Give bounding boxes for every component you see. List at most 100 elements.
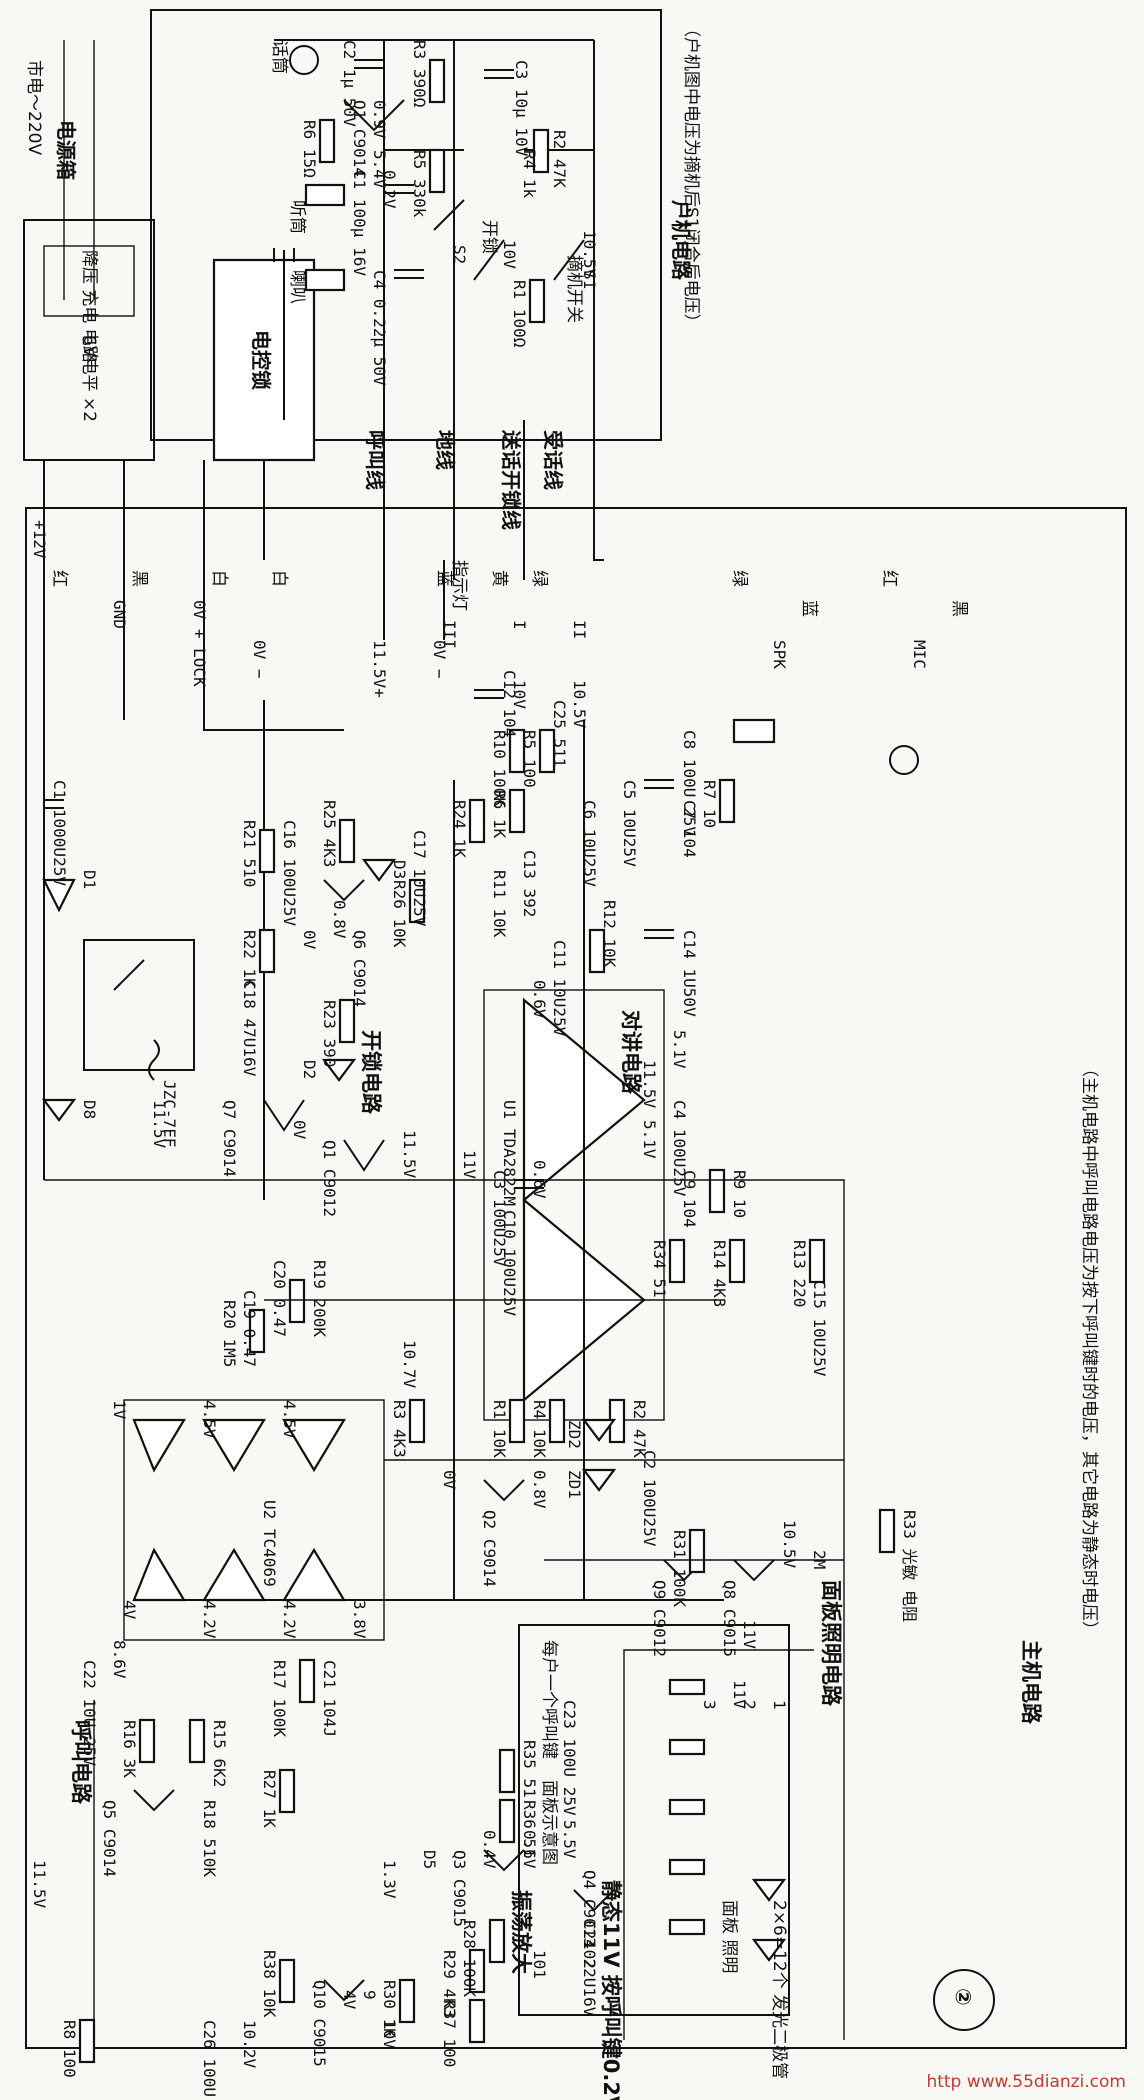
panel-led-2 <box>751 1938 787 1962</box>
resistor-R10 <box>508 728 526 774</box>
resistor-R20 <box>248 1308 266 1354</box>
label-green: 绿 <box>529 570 549 587</box>
label-C14: C14 1U50V <box>680 930 699 1017</box>
label-v11c: 11V <box>730 1680 749 1709</box>
label-C23: C23 100U 25V <box>560 1700 579 1816</box>
transistor-Q1 <box>343 1139 385 1172</box>
label-v08b: 0.8V <box>530 1470 549 1509</box>
label-R19: R19 200K <box>310 1260 329 1337</box>
label-black: 黑 <box>129 570 149 587</box>
label-v-o5: 10V <box>500 240 519 269</box>
resistor-R35 <box>498 1748 516 1794</box>
capacitor-C1 <box>44 799 64 809</box>
resistor-R8 <box>78 2018 96 2064</box>
label-R27: R27 1K <box>260 1770 279 1828</box>
resistor-R1-outdoor <box>528 278 546 324</box>
label-C18: C18 47U16V <box>240 980 259 1077</box>
outdoor-unit-outline <box>150 9 662 441</box>
resistor-R5 <box>538 728 556 774</box>
label-D5: D5 <box>420 1850 439 1869</box>
resistor-R5-outdoor <box>428 148 446 194</box>
label-I: I <box>510 620 529 630</box>
label-R8: R8 100 <box>60 2020 79 2078</box>
label-indicator: 指示灯 <box>449 560 469 611</box>
capacitor-C5 <box>644 779 674 789</box>
label-R30: R30 1K <box>380 1980 399 2038</box>
label-call-line: 呼叫线 <box>363 430 387 490</box>
capacitor-C4-outdoor <box>394 269 424 279</box>
figure-number-circle <box>933 1969 995 2031</box>
label-v45b: 4.5V <box>200 1400 219 1439</box>
label-v115c: 11.5V <box>30 1860 49 1909</box>
label-Q9: Q9 C9012 <box>650 1580 669 1657</box>
label-unlock-circuit: 开锁电路 <box>359 1030 383 1115</box>
label-R31: R31 100K <box>670 1530 689 1607</box>
label-R7: R7 10 <box>700 780 719 828</box>
label-R34: R34 51 <box>650 1240 669 1298</box>
speaker-SPK <box>732 718 776 744</box>
label-C9: C9 104 <box>680 1170 699 1228</box>
label-R5-outdoor: R5 330k <box>410 150 429 218</box>
label-v0b: 0V <box>290 1120 309 1140</box>
label-R22: R22 1K <box>240 930 259 988</box>
label-R1-outdoor: R1 100Ω <box>510 280 529 348</box>
zener-ZD1 <box>581 1468 617 1492</box>
label-v42b: 4.2V <box>200 1600 219 1639</box>
label-v06c: 0.6V <box>520 1830 539 1869</box>
label-C24: C24 22U16V <box>580 1920 599 2017</box>
label-ind-m: 0V − <box>430 640 449 679</box>
relay-coil <box>148 1039 160 1081</box>
label-v105b: 10.5V <box>780 1520 799 1569</box>
label-unlock-key: 开锁 <box>479 220 499 254</box>
label-C10: C10 100U25V <box>500 1210 519 1316</box>
label-static-note: 静态11V 按呼叫键0.2V <box>599 1880 623 2100</box>
label-Q6: Q6 C9014 <box>350 930 369 1007</box>
inverter-6 <box>282 1418 346 1473</box>
label-green2: 绿 <box>729 570 749 587</box>
label-Q8: Q8 C9015 <box>720 1580 739 1657</box>
label-spk: SPK <box>770 640 789 669</box>
label-v11: 11V <box>460 1150 479 1179</box>
label-R18: R18 510K <box>200 1800 219 1877</box>
label-C6: C6 10U25V <box>580 800 599 887</box>
label-main-note: （主机电路中呼叫电路电压为按下呼叫键时的电压，其它电路为静态时电压） <box>1079 1060 1099 1638</box>
transistor-Q1-outdoor <box>343 99 405 132</box>
label-U2: U2 TC4069 <box>260 1500 279 1587</box>
label-C15: C15 10U25V <box>810 1280 829 1377</box>
label-R23: R23 390 <box>320 1000 339 1067</box>
label-v0: 0V <box>300 930 319 950</box>
label-white2: 白 <box>269 570 289 587</box>
label-v-o3: 0.2V <box>380 170 399 209</box>
earpiece-symbol <box>304 183 346 207</box>
label-D2: D2 <box>300 1060 319 1079</box>
diode-D8 <box>41 1098 77 1122</box>
label-v115b: 11.5V <box>640 1060 659 1109</box>
label-C17: C17 10U25V <box>410 830 429 927</box>
label-v08: 0.8V <box>330 900 349 939</box>
resistor-R15 <box>188 1718 206 1764</box>
label-outdoor-title: 户机电路 <box>669 200 693 281</box>
label-R11: R11 10K <box>490 870 509 938</box>
label-C19: C19 0.47 <box>240 1290 259 1367</box>
inverter-2 <box>202 1547 266 1602</box>
label-R2-outdoor: R2 47K <box>550 130 569 188</box>
capacitor-C14 <box>644 929 674 939</box>
label-gnd: GND <box>110 600 129 629</box>
resistor-R12 <box>588 928 606 974</box>
label-Q2: Q2 C9014 <box>480 1510 499 1587</box>
resistor-R1 <box>508 1398 526 1444</box>
relay-JZC-7FF <box>83 939 195 1071</box>
resistor-R3 <box>408 1398 426 1444</box>
label-C4: C4 100U25V <box>670 1100 689 1197</box>
ic-U1-outline <box>483 989 665 1421</box>
wire <box>384 1459 844 1561</box>
label-R14: R14 4K3 <box>710 1240 729 1307</box>
label-C4-outdoor: C4 0.22μ 50V <box>370 270 389 386</box>
resistor-R17 <box>298 1658 316 1704</box>
wire <box>44 1179 845 2040</box>
resistor-R2-outdoor <box>532 128 550 174</box>
label-v107: 10.7V <box>400 1340 419 1389</box>
figure-number: ② <box>951 1988 975 2006</box>
label-main-title: 主机电路 <box>1019 1640 1043 1725</box>
label-v102: 10.2V <box>240 2020 259 2069</box>
